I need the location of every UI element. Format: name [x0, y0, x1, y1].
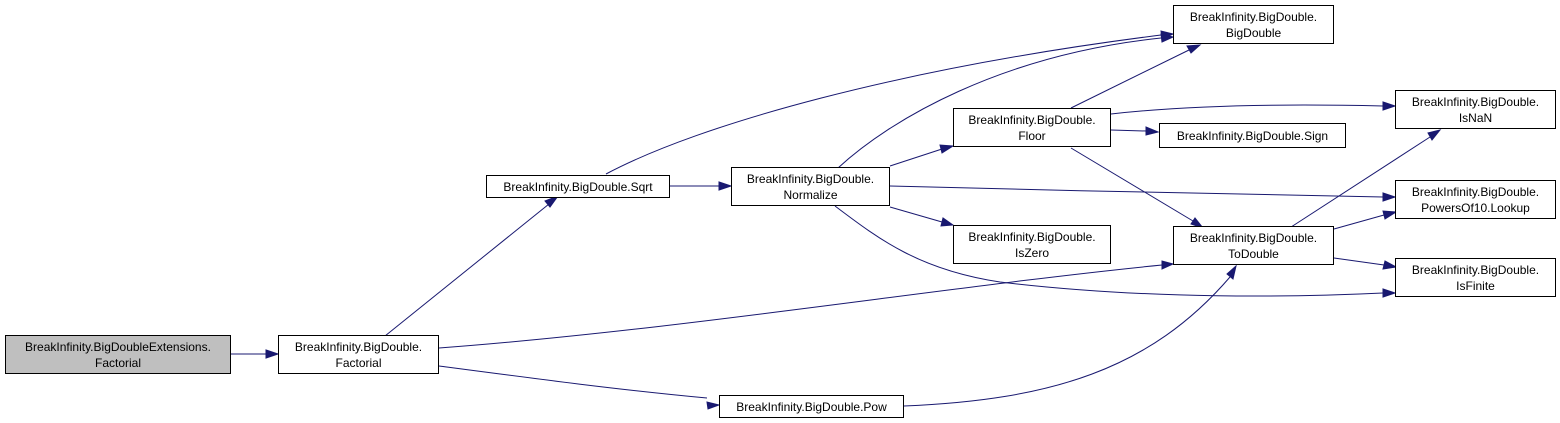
- arrowhead: [1226, 264, 1237, 280]
- node-label-line1: BreakInfinity.BigDouble.: [968, 112, 1096, 127]
- node-label-line1: BreakInfinity.BigDouble.Sqrt: [503, 179, 653, 194]
- edge-factorial-to-todouble: [438, 264, 1163, 349]
- edge-normalize-to-bigdouble: [837, 37, 1162, 169]
- edge-factorial-to-sqrt: [384, 203, 550, 337]
- node-label-line1: BreakInfinity.BigDouble.: [968, 229, 1096, 244]
- node-label-line2: IsZero: [1014, 245, 1049, 260]
- node-label-line1: BreakInfinity.BigDouble.Sign: [1176, 128, 1329, 143]
- node-bigdoubleextensions-factorial: BreakInfinity.BigDoubleExtensions. Facto…: [5, 335, 231, 374]
- arrowhead: [940, 217, 955, 227]
- edge-floor-to-sign: [1110, 129, 1147, 132]
- node-bigdouble-pow[interactable]: BreakInfinity.BigDouble.Pow: [719, 395, 904, 418]
- node-bigdouble-sign[interactable]: BreakInfinity.BigDouble.Sign: [1159, 123, 1346, 148]
- node-label-line1: BreakInfinity.BigDoubleExtensions.: [25, 339, 211, 354]
- arrowhead: [544, 194, 560, 208]
- edge-normalize-to-isfinite: [834, 205, 1384, 297]
- node-bigdouble-todouble[interactable]: BreakInfinity.BigDouble. ToDouble: [1173, 226, 1334, 265]
- node-label-line2: Floor: [1018, 128, 1046, 143]
- node-label-line1: BreakInfinity.BigDouble.: [1411, 184, 1540, 199]
- node-label-line2: Normalize: [783, 187, 838, 202]
- node-bigdouble-iszero[interactable]: BreakInfinity.BigDouble. IsZero: [953, 225, 1111, 264]
- edge-floor-to-todouble: [1070, 147, 1194, 222]
- node-label-line2: IsFinite: [1456, 278, 1495, 293]
- node-bigdouble-powersof10-lookup[interactable]: BreakInfinity.BigDouble. PowersOf10.Look…: [1395, 180, 1556, 219]
- node-label-line1: BreakInfinity.BigDouble.: [1189, 9, 1318, 24]
- arrowhead: [1427, 129, 1442, 141]
- node-bigdouble-isfinite[interactable]: BreakInfinity.BigDouble. IsFinite: [1395, 258, 1556, 297]
- node-label-line2: PowersOf10.Lookup: [1421, 200, 1530, 215]
- edge-factorial-to-pow: [438, 365, 708, 399]
- arrowhead: [265, 349, 280, 359]
- arrowhead: [1382, 210, 1398, 220]
- edge-pow-to-todouble: [903, 276, 1231, 407]
- node-label-line2: ToDouble: [1228, 246, 1279, 261]
- arrowhead: [718, 181, 733, 191]
- node-label-line2: Factorial: [335, 355, 382, 370]
- edge-sqrt-to-bigdouble: [605, 34, 1162, 175]
- arrowhead: [1160, 33, 1175, 43]
- arrowhead: [1161, 260, 1175, 270]
- arrowhead: [1145, 126, 1160, 136]
- edge-normalize-to-powersof10: [889, 185, 1384, 198]
- node-label-line1: BreakInfinity.BigDouble.: [294, 339, 423, 354]
- node-label-line1: BreakInfinity.BigDouble.: [1189, 230, 1318, 245]
- node-bigdouble-floor[interactable]: BreakInfinity.BigDouble. Floor: [953, 108, 1111, 147]
- node-label-line2: IsNaN: [1458, 110, 1493, 125]
- node-label-line1: BreakInfinity.BigDouble.: [746, 171, 875, 186]
- node-label-line1: BreakInfinity.BigDouble.: [1411, 94, 1540, 109]
- node-bigdouble-factorial[interactable]: BreakInfinity.BigDouble. Factorial: [278, 335, 439, 374]
- arrowhead: [706, 401, 721, 410]
- node-bigdouble-sqrt[interactable]: BreakInfinity.BigDouble.Sqrt: [486, 175, 670, 198]
- node-bigdouble-bigdouble[interactable]: BreakInfinity.BigDouble. BigDouble: [1173, 5, 1334, 44]
- arrowhead: [1186, 44, 1202, 54]
- arrowhead: [1382, 288, 1397, 298]
- arrowhead: [1382, 260, 1398, 270]
- node-label-line2: Factorial: [94, 355, 141, 370]
- edge-normalize-to-floor: [889, 148, 943, 167]
- edge-todouble-to-isfinite: [1333, 257, 1385, 266]
- edge-floor-to-bigdouble: [1070, 49, 1190, 109]
- arrowhead: [939, 144, 955, 154]
- edge-todouble-to-powersof10: [1333, 214, 1385, 230]
- edge-todouble-to-isnan: [1287, 136, 1431, 230]
- edge-floor-to-isnan: [1110, 104, 1384, 115]
- arrowhead: [1382, 101, 1397, 111]
- node-label-line1: BreakInfinity.BigDouble.Pow: [736, 399, 887, 414]
- edge-normalize-to-iszero: [889, 206, 943, 223]
- node-bigdouble-normalize[interactable]: BreakInfinity.BigDouble. Normalize: [731, 167, 890, 206]
- node-label-line2: BigDouble: [1225, 25, 1282, 40]
- arrowhead: [1382, 192, 1397, 202]
- node-bigdouble-isnan[interactable]: BreakInfinity.BigDouble. IsNaN: [1395, 90, 1556, 129]
- node-label-line1: BreakInfinity.BigDouble.: [1411, 262, 1540, 277]
